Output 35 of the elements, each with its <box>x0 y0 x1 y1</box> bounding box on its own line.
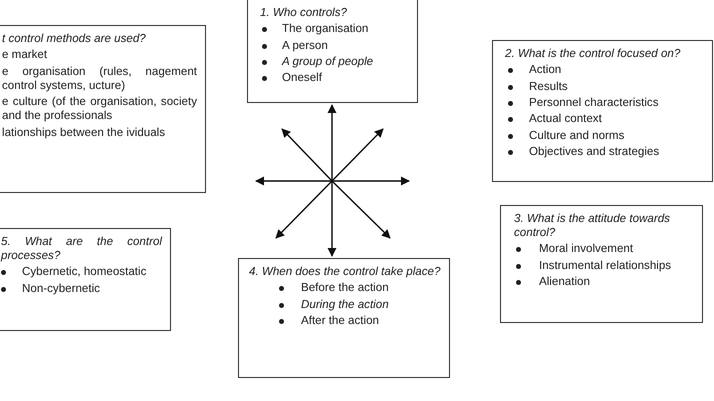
text-box <box>500 205 703 323</box>
list-item: Before the action <box>301 281 390 296</box>
list-item: e market <box>2 48 48 62</box>
question-heading: 1. Who controls? <box>260 6 348 20</box>
list-item: Culture and norms <box>529 128 626 143</box>
list-item: Actual context <box>529 112 603 127</box>
list-item: Action <box>529 63 562 78</box>
question-heading: 2. What is the control focused on? <box>505 47 682 62</box>
list-item: Moral involvement <box>539 242 634 257</box>
text-box <box>492 40 713 182</box>
list-item: Personnel characteristics <box>529 96 660 110</box>
question-heading: 3. What is the attitude towards control? <box>514 212 671 240</box>
text-box <box>0 228 171 331</box>
text-box <box>238 258 450 378</box>
text-box <box>247 0 418 103</box>
list-item: Non-cybernetic <box>22 282 101 296</box>
list-item: After the action <box>301 314 380 328</box>
list-item: A person <box>282 38 329 53</box>
list-item: Alienation <box>539 275 591 290</box>
list-item: A group of people <box>282 54 374 70</box>
list-item: Objectives and strategies <box>529 145 660 160</box>
text-box <box>0 25 206 193</box>
list-item: Instrumental relationships <box>539 258 672 273</box>
list-item: e organisation (rules, nagement control systems, ucture) <box>2 64 197 93</box>
list-item: Oneself <box>282 71 323 86</box>
list-item: During the action <box>301 298 390 312</box>
list-item: lationships between the ividuals <box>2 126 166 140</box>
list-item: Results <box>529 80 569 94</box>
list-item: The organisation <box>282 22 370 36</box>
question-heading: 5. What are the control processes? <box>1 235 162 264</box>
arrow <box>328 104 336 181</box>
list-item: Cybernetic, homeostatic <box>22 265 148 280</box>
question-heading: t control methods are used? <box>2 32 147 46</box>
question-heading: 4. When does the control take place? <box>249 265 441 280</box>
arrow <box>328 181 336 257</box>
